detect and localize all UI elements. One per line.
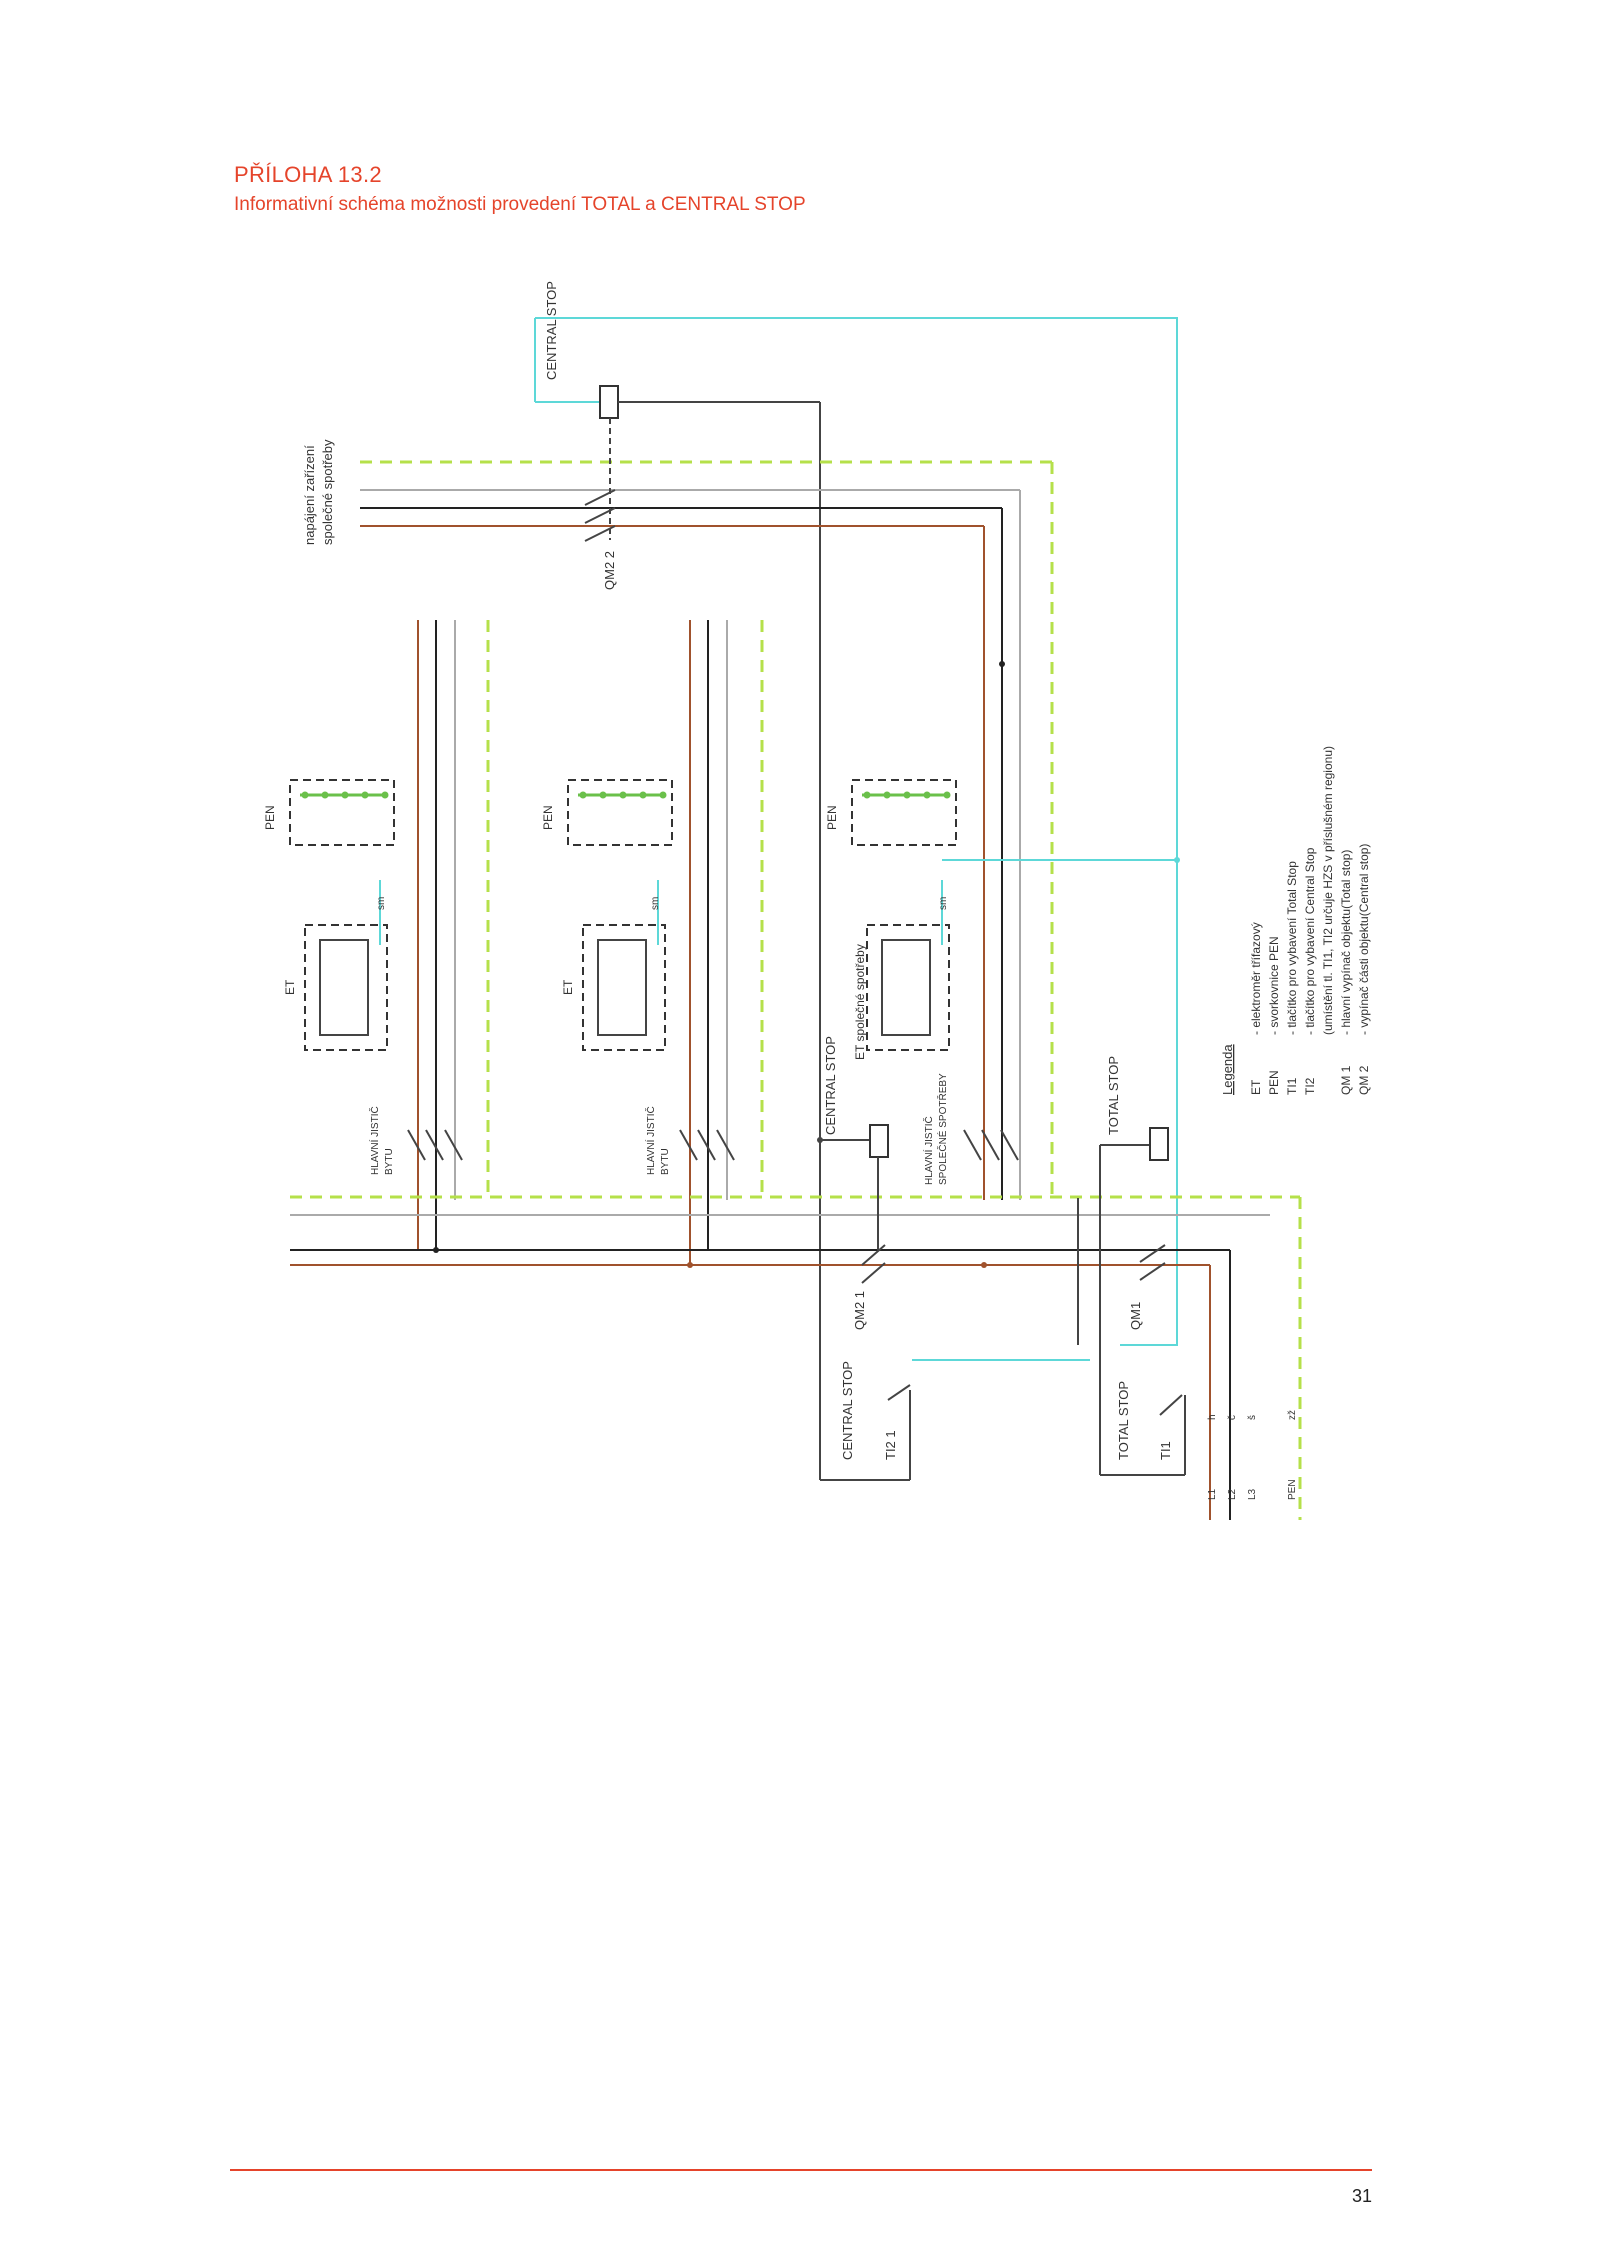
hlavni-jistic-1: HLAVNÍ JISTIČ xyxy=(368,1106,381,1175)
legend-heading: Legenda xyxy=(1220,1044,1235,1095)
pen-terminal-3 xyxy=(851,779,957,846)
svg-text:zž: zž xyxy=(1287,1410,1298,1420)
bytu-2: BYTU xyxy=(660,1148,671,1175)
et-spolecne-label: ET společné spotřeby xyxy=(853,944,867,1060)
electric-meter-3 xyxy=(866,924,950,1051)
spolecne-spotreby-caps: SPOLEČNÉ SPOTŘEBY xyxy=(936,1073,949,1185)
page-subtitle: Informativní schéma možnosti provedení T… xyxy=(234,194,806,215)
et-label-1: ET xyxy=(283,979,297,995)
svg-text:- tlačítko pro vybavení Total: - tlačítko pro vybavení Total Stop xyxy=(1285,861,1299,1035)
total-stop-button-label: TOTAL STOP xyxy=(1116,1381,1131,1460)
total-stop-label: TOTAL STOP xyxy=(1106,1056,1121,1135)
svg-text:- elektroměr třífazový: - elektroměr třífazový xyxy=(1249,922,1263,1035)
electric-meter-1 xyxy=(304,924,388,1051)
svg-text:L3: L3 xyxy=(1247,1488,1258,1500)
svg-text:- hlavní vypínač objektu(Total: - hlavní vypínač objektu(Total stop) xyxy=(1339,850,1353,1035)
svg-text:h: h xyxy=(1207,1414,1218,1420)
sm-label-1: sm xyxy=(376,897,387,910)
svg-text:- vypínač části objektu(Centra: - vypínač části objektu(Central stop) xyxy=(1357,844,1371,1035)
qm2-2-label: QM2 2 xyxy=(602,551,617,590)
meter-column-2: PEN ET sm HLAVNÍ JISTIČ BYTU xyxy=(541,620,764,1265)
svg-text:QM 1: QM 1 xyxy=(1339,1065,1353,1095)
svg-text:- tlačítko pro vybavení Centra: - tlačítko pro vybavení Central Stop xyxy=(1303,847,1317,1035)
svg-text:QM 2: QM 2 xyxy=(1357,1065,1371,1095)
bottom-line-labels: L1 L2 L3 PEN h č š zž xyxy=(1207,1410,1298,1500)
main-breaker-1 xyxy=(407,1129,463,1161)
hlavni-jistic-3: HLAVNÍ JISTIČ xyxy=(922,1116,935,1185)
napajeni-label: napájení zařízení xyxy=(302,445,317,545)
svg-text:(umístění tl. TI1, TI2 určuje: (umístění tl. TI1, TI2 určuje HZS v přís… xyxy=(1321,746,1335,1035)
svg-text:- svorkovnice PEN: - svorkovnice PEN xyxy=(1267,936,1281,1035)
pen-label-1: PEN xyxy=(263,805,277,830)
svg-text:š: š xyxy=(1247,1415,1258,1420)
pen-terminal-2 xyxy=(567,779,673,846)
sm-label-3: sm xyxy=(938,897,949,910)
total-stop-lower: TOTAL STOP QM1 TOTAL STOP TI1 xyxy=(1077,1056,1186,1476)
central-stop-lower: CENTRAL STOP QM2 1 CENTRAL STOP TI2 1 xyxy=(817,1036,1090,1481)
qm2-2-switch xyxy=(584,418,616,542)
sm-label-2: sm xyxy=(650,897,661,910)
central-stop-label: CENTRAL STOP xyxy=(823,1036,838,1135)
main-breaker-2 xyxy=(679,1129,735,1161)
legend: Legenda ET - elektroměr třífazový PEN - … xyxy=(1220,746,1371,1095)
footer-divider xyxy=(230,2169,1372,2171)
svg-text:TI1: TI1 xyxy=(1285,1077,1299,1095)
main-breaker-3 xyxy=(963,1129,1019,1161)
svg-text:PEN: PEN xyxy=(1287,1479,1298,1500)
page-number: 31 xyxy=(1351,2186,1372,2206)
ti2-1-label: TI2 1 xyxy=(883,1430,898,1460)
svg-text:TI2: TI2 xyxy=(1303,1077,1317,1095)
svg-text:č: č xyxy=(1227,1415,1238,1420)
bytu-1: BYTU xyxy=(384,1148,395,1175)
lower-rails xyxy=(290,1195,1302,1520)
svg-text:PEN: PEN xyxy=(1267,1070,1281,1095)
meter-column-1: PEN ET sm HLAVNÍ JISTIČ BYTU xyxy=(263,620,490,1250)
meter-column-3: PEN ET společné spotřeby sm HLAVNÍ JISTI… xyxy=(825,779,1180,1185)
total-stop-coil xyxy=(1149,1127,1169,1161)
svg-text:L2: L2 xyxy=(1227,1488,1238,1500)
central-stop-button-label: CENTRAL STOP xyxy=(840,1361,855,1460)
qm2-1-label: QM2 1 xyxy=(852,1291,867,1330)
spolecne-spotreby-label: společné spotřeby xyxy=(320,439,335,545)
top-central-stop-section: CENTRAL STOP napájení zařízení společné … xyxy=(302,281,1178,1480)
electric-meter-2 xyxy=(582,924,666,1051)
et-label-2: ET xyxy=(561,979,575,995)
central-stop-top-coil xyxy=(599,385,619,419)
pen-label-2: PEN xyxy=(541,805,555,830)
qm1-label: QM1 xyxy=(1128,1302,1143,1330)
hlavni-jistic-2: HLAVNÍ JISTIČ xyxy=(644,1106,657,1175)
svg-text:ET: ET xyxy=(1249,1079,1263,1095)
page-header: PŘÍLOHA 13.2 Informativní schéma možnost… xyxy=(234,162,806,216)
central-stop-coil xyxy=(869,1124,889,1158)
central-stop-top-label: CENTRAL STOP xyxy=(544,281,559,380)
ti1-label: TI1 xyxy=(1158,1441,1173,1460)
svg-text:L1: L1 xyxy=(1207,1488,1218,1500)
page-title: PŘÍLOHA 13.2 xyxy=(234,162,382,187)
pen-terminal-1 xyxy=(289,779,395,846)
pen-label-3: PEN xyxy=(825,805,839,830)
